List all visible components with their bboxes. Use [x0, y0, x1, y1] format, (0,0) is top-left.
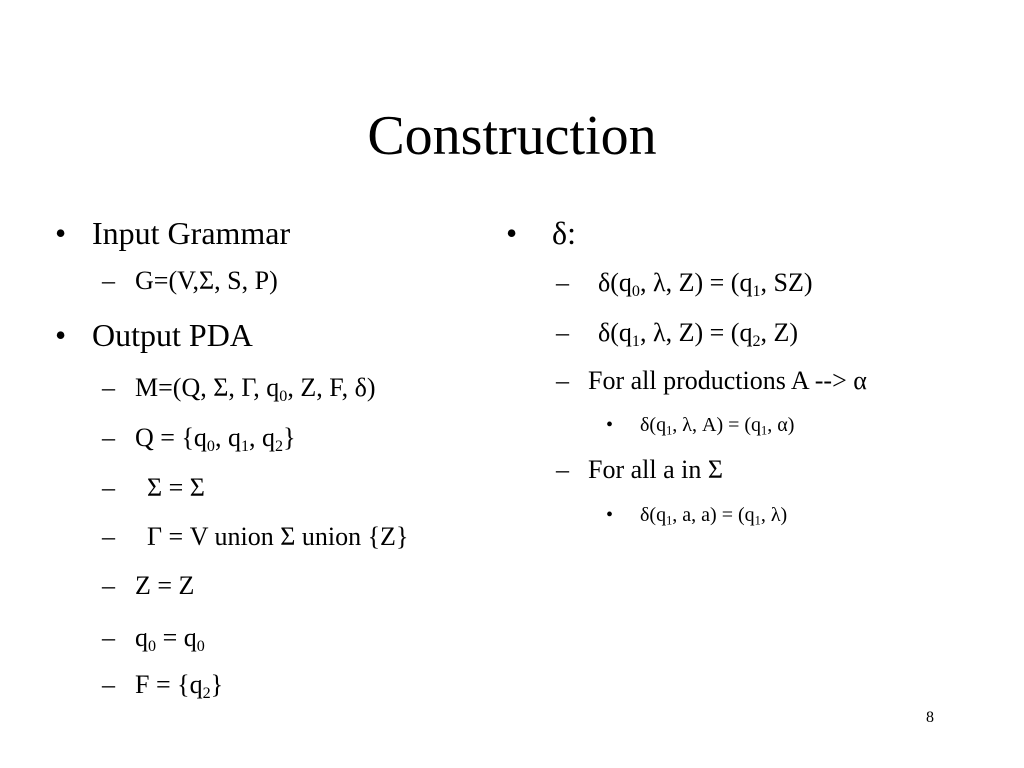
sub-bullet-text: Q = {q0, q1, q2} [135, 423, 296, 455]
page-number: 8 [926, 709, 934, 726]
dash-marker: – [556, 268, 569, 297]
dash-marker: – [102, 522, 115, 551]
dash-marker: – [102, 670, 115, 699]
dash-marker: – [102, 266, 115, 295]
sub-bullet-text: Z = Z [135, 571, 195, 600]
bullet-marker: • [506, 215, 518, 251]
slide-title: Construction [367, 105, 657, 167]
third-bullet-text: δ(q1, a, a) = (q1, λ) [640, 504, 788, 528]
bullet-marker: • [55, 215, 67, 251]
dash-marker: – [102, 571, 115, 600]
sub-bullet-text: δ(q0, λ, Z) = (q1, SZ) [598, 268, 813, 300]
dash-marker: – [556, 318, 569, 347]
dash-marker: – [102, 423, 115, 452]
dash-marker: – [102, 373, 115, 402]
sub-bullet-text: For all productions A --> α [588, 366, 867, 395]
sub-bullet-text: For all a in Σ [588, 455, 724, 484]
sub-bullet-text: Σ = Σ [147, 473, 205, 502]
bullet-text: δ: [552, 215, 576, 251]
sub-bullet-text: q0 = q0 [135, 623, 205, 655]
sub-bullet-text: Γ = V union Σ union {Z} [147, 522, 409, 551]
sub-bullet-text: M=(Q, Σ, Γ, q0, Z, F, δ) [135, 373, 376, 405]
dash-marker: – [102, 623, 115, 652]
sub-bullet-text: δ(q1, λ, Z) = (q2, Z) [598, 318, 799, 350]
bullet-text: Input Grammar [92, 215, 291, 251]
dash-marker: – [556, 455, 569, 484]
dash-marker: – [102, 473, 115, 502]
sub-bullet-text: F = {q2} [135, 670, 224, 702]
bullet-text: Output PDA [92, 317, 253, 353]
sub-bullet-text: G=(V,Σ, S, P) [135, 266, 278, 295]
dash-marker: – [556, 366, 569, 395]
third-bullet-text: δ(q1, λ, A) = (q1, α) [640, 414, 795, 438]
bullet-marker: • [55, 317, 67, 353]
bullet-marker: • [606, 504, 614, 526]
bullet-marker: • [606, 414, 614, 436]
